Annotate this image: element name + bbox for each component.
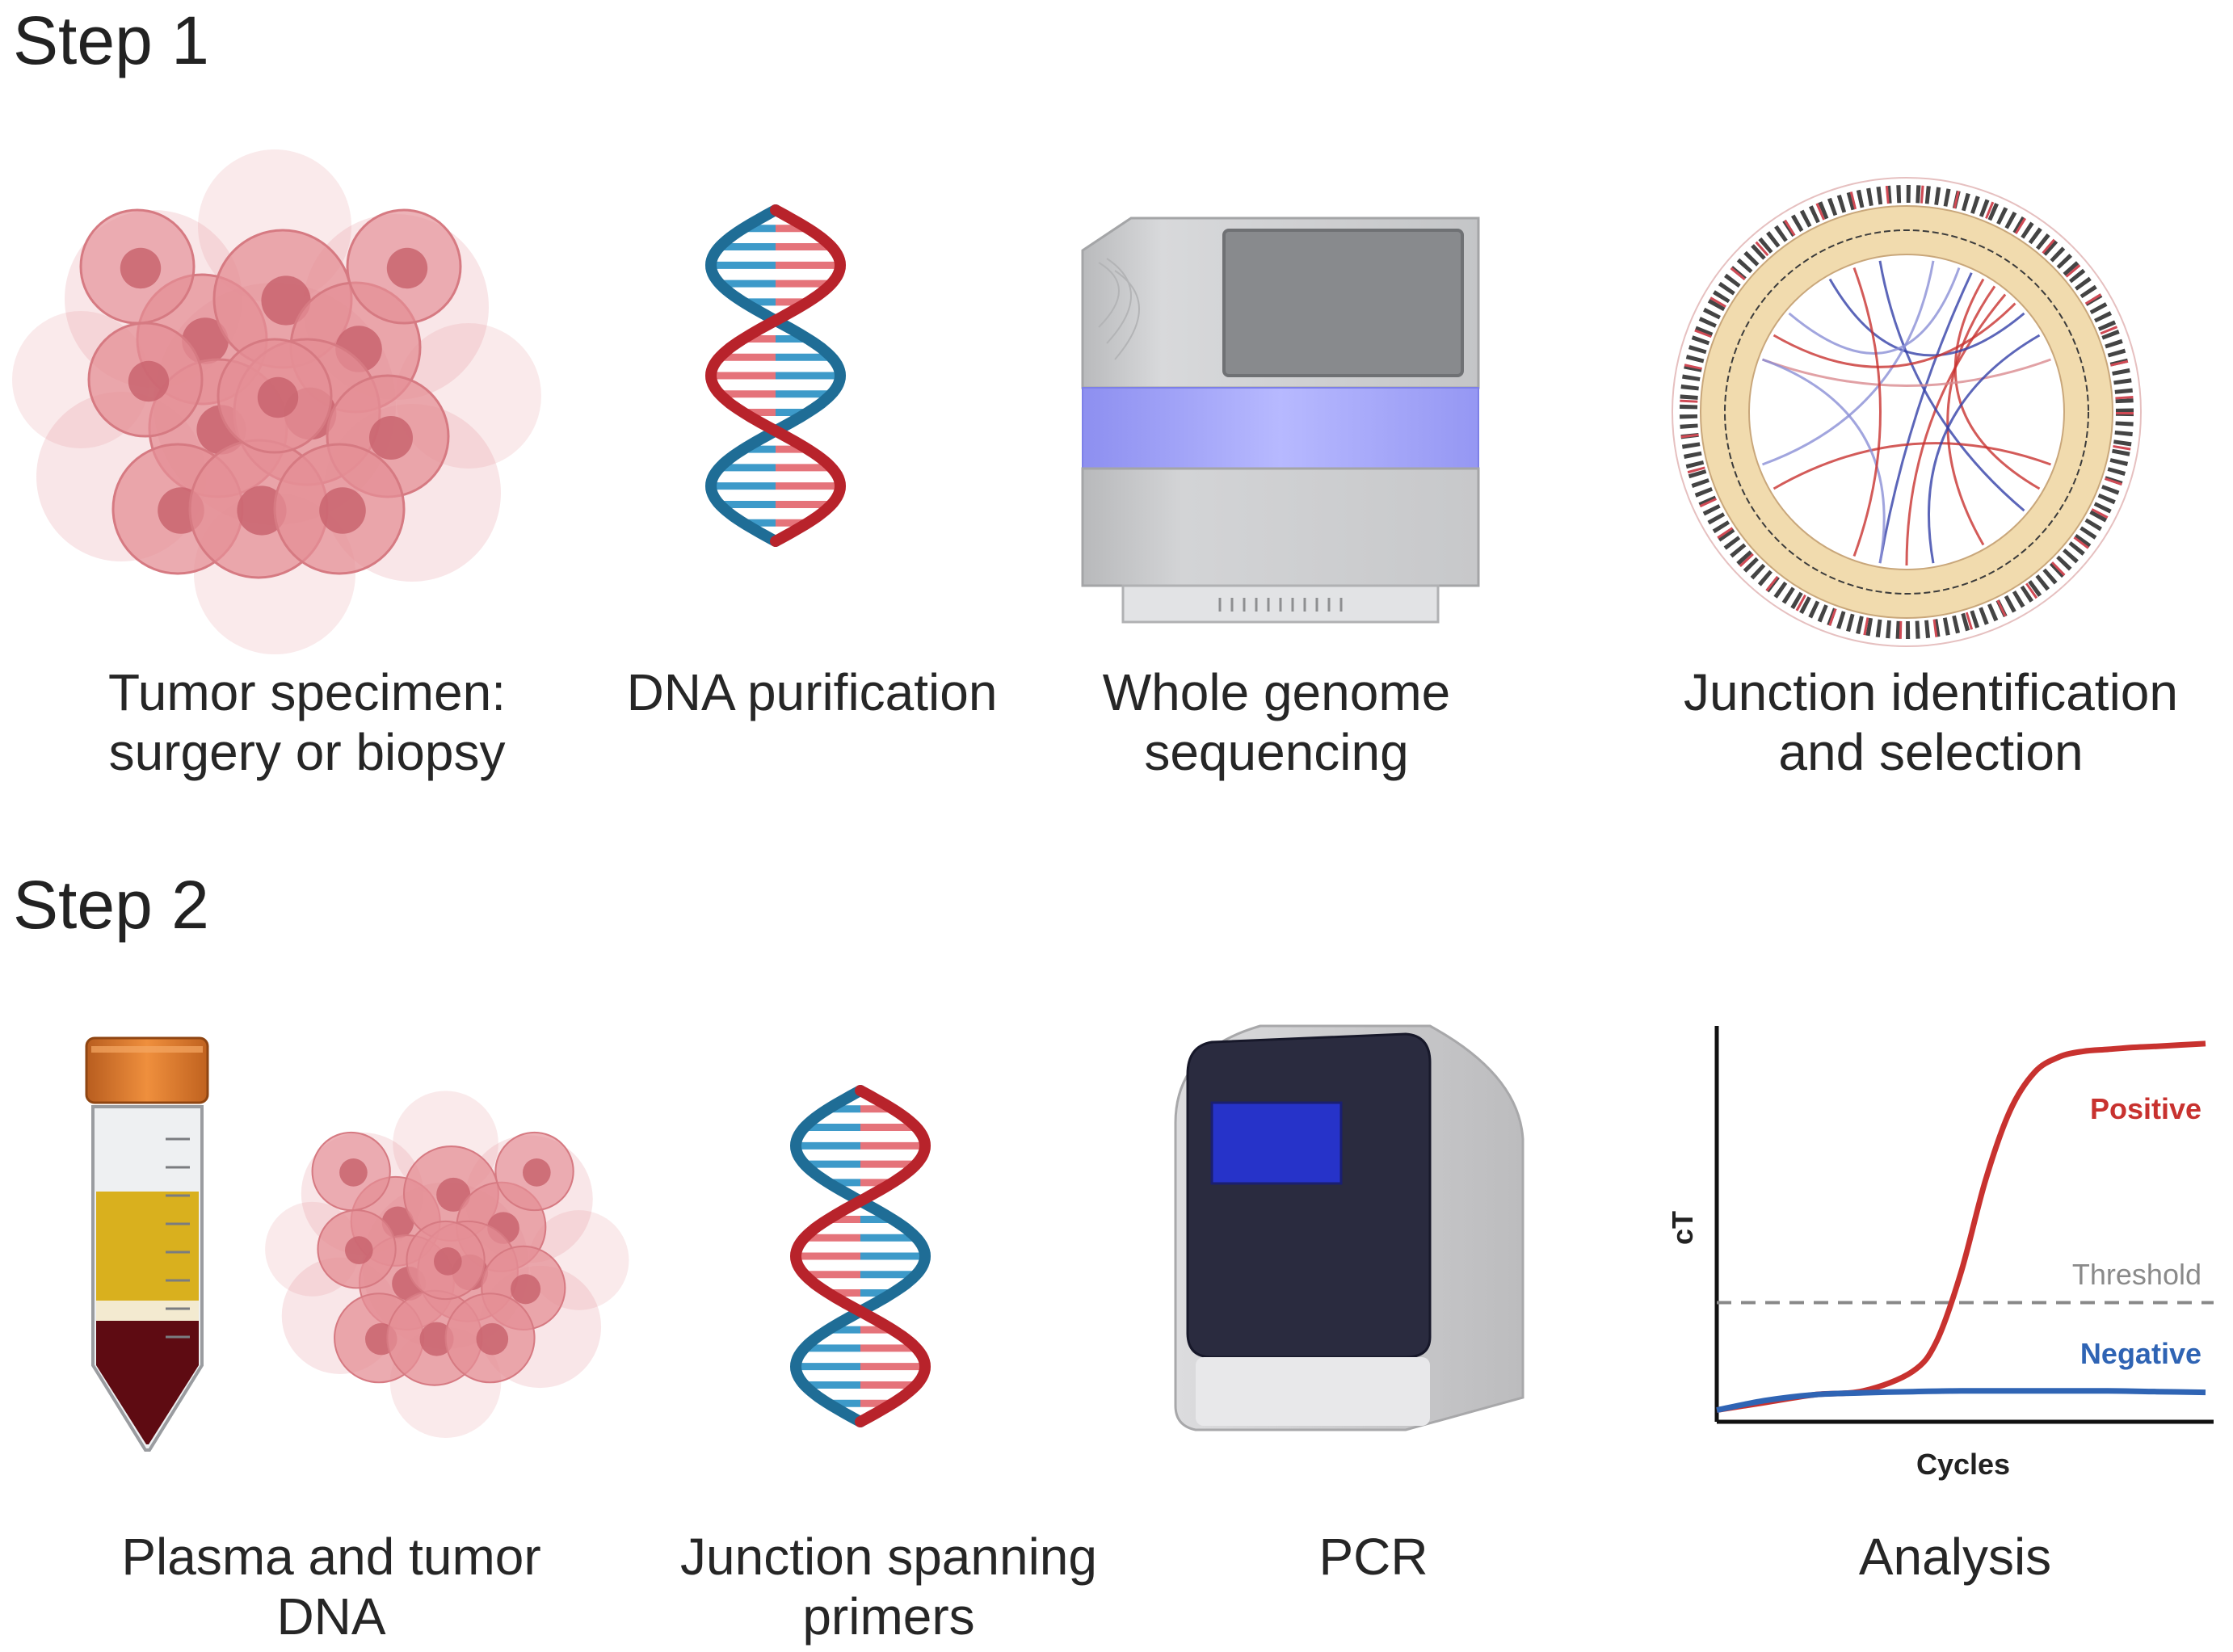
caption-tumor-specimen: Tumor specimen: surgery or biopsy <box>48 662 566 782</box>
x-axis-label: Cycles <box>1916 1448 2010 1481</box>
caption-line: and selection <box>1778 723 2084 781</box>
series-negative-line <box>1716 1388 2206 1413</box>
caption-line: surgery or biopsy <box>108 723 506 781</box>
plasma-tube-icon <box>85 1036 209 1452</box>
caption-line: Junction spanning <box>680 1528 1097 1586</box>
caption-line: primers <box>802 1587 975 1646</box>
caption-analysis: Analysis <box>1713 1527 2197 1587</box>
caption-line: DNA purification <box>626 663 998 721</box>
caption-line: Junction identification <box>1684 663 2178 721</box>
caption-line: Tumor specimen: <box>108 663 506 721</box>
dna-double-helix-icon <box>704 204 847 547</box>
caption-plasma-tumor-dna: Plasma and tumor DNA <box>81 1527 582 1646</box>
caption-line: PCR <box>1318 1528 1428 1586</box>
sequencing-machine-icon <box>1081 216 1480 624</box>
caption-whole-genome-sequencing: Whole genome sequencing <box>1050 662 1503 782</box>
caption-pcr: PCR <box>1212 1527 1535 1587</box>
pcr-machine-icon <box>1174 1024 1524 1431</box>
legend-positive: Positive <box>2090 1092 2201 1125</box>
y-axis-label: cT <box>1666 1211 1699 1245</box>
caption-line: sequencing <box>1144 723 1409 781</box>
tumor-cell-cluster-icon <box>265 1091 629 1438</box>
step1-title: Step 1 <box>13 2 209 78</box>
amplification-curve-chart: Positive Threshold Negative Cycles cT <box>1666 1026 2214 1481</box>
caption-line: Analysis <box>1858 1528 2052 1586</box>
threshold-label: Threshold <box>2072 1258 2201 1291</box>
tumor-cell-cluster-icon <box>12 149 541 654</box>
legend-negative: Negative <box>2080 1337 2201 1370</box>
dna-double-helix-icon <box>789 1085 931 1427</box>
caption-line: Plasma and tumor <box>121 1528 541 1586</box>
caption-line: DNA <box>276 1587 386 1646</box>
circos-genome-plot-icon <box>1672 177 2142 647</box>
step2-title: Step 2 <box>13 867 209 943</box>
caption-line: Whole genome <box>1102 663 1451 721</box>
caption-dna-purification: DNA purification <box>594 662 1030 722</box>
caption-junction-identification: Junction identification and selection <box>1640 662 2222 782</box>
caption-junction-primers: Junction spanning primers <box>646 1527 1131 1646</box>
